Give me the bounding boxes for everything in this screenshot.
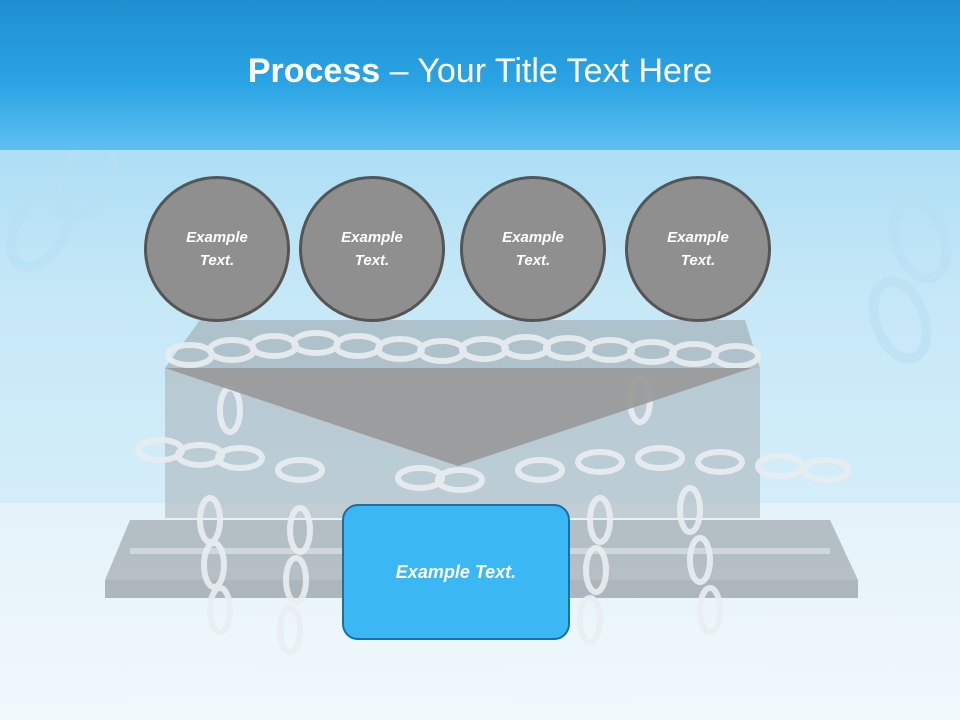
step-circle-2-text: Example Text.	[341, 229, 403, 269]
step-circle-4-text: Example Text.	[667, 229, 729, 269]
title-rest-part: – Your Title Text Here	[380, 52, 713, 90]
step-circle-1[interactable]: Example Text.	[144, 176, 290, 322]
header-band: Process – Your Title Text Here	[0, 0, 960, 150]
slide-title: Process – Your Title Text Here	[0, 52, 960, 91]
background-sky	[0, 130, 960, 505]
step-circle-2[interactable]: Example Text.	[299, 176, 445, 322]
step-circle-4[interactable]: Example Text.	[625, 176, 771, 322]
title-bold-part: Process	[247, 52, 381, 90]
result-box[interactable]: Example Text.	[342, 504, 570, 640]
step-circle-1-text: Example Text.	[186, 229, 248, 269]
step-circle-3-text: Example Text.	[502, 229, 564, 269]
step-circle-3[interactable]: Example Text.	[460, 176, 606, 322]
result-box-text: Example Text.	[395, 561, 517, 582]
